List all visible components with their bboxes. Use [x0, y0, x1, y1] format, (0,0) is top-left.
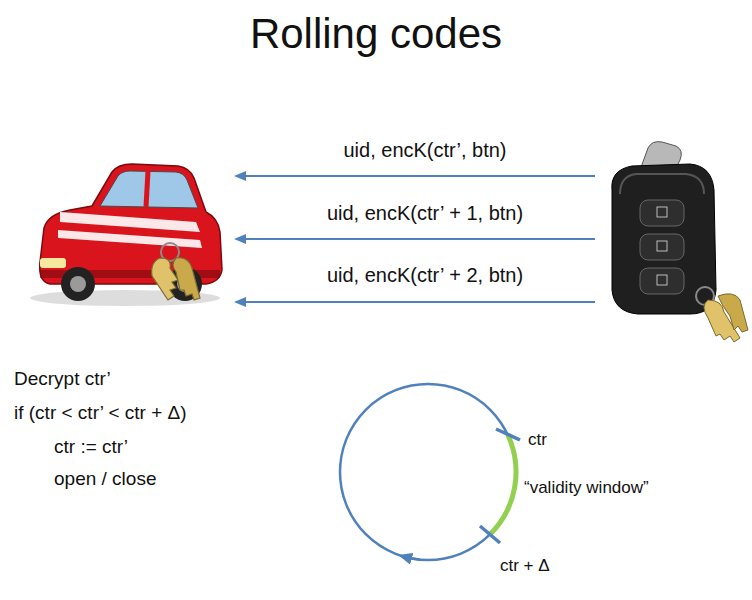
key-fob-illustration	[612, 142, 748, 342]
message-arrows	[236, 176, 595, 302]
window-label: “validity window”	[524, 478, 649, 498]
code-line: Decrypt ctr’	[14, 368, 111, 390]
code-line: ctr := ctr’	[54, 436, 128, 458]
keys-icon	[152, 243, 200, 300]
code-line: open / close	[54, 468, 156, 490]
counter-label: ctr	[528, 430, 547, 450]
counter-label: ctr + Δ	[500, 556, 550, 576]
counter-circle	[340, 384, 520, 560]
slide-title: Rolling codes	[250, 10, 502, 58]
code-line: if (ctr < ctr’ < ctr + Δ)	[14, 402, 187, 424]
message-label: uid, encK(ctr’ + 2, btn)	[327, 264, 523, 287]
message-label: uid, encK(ctr’ + 1, btn)	[327, 202, 523, 225]
message-label: uid, encK(ctr’, btn)	[343, 139, 506, 162]
car-illustration	[30, 164, 222, 306]
